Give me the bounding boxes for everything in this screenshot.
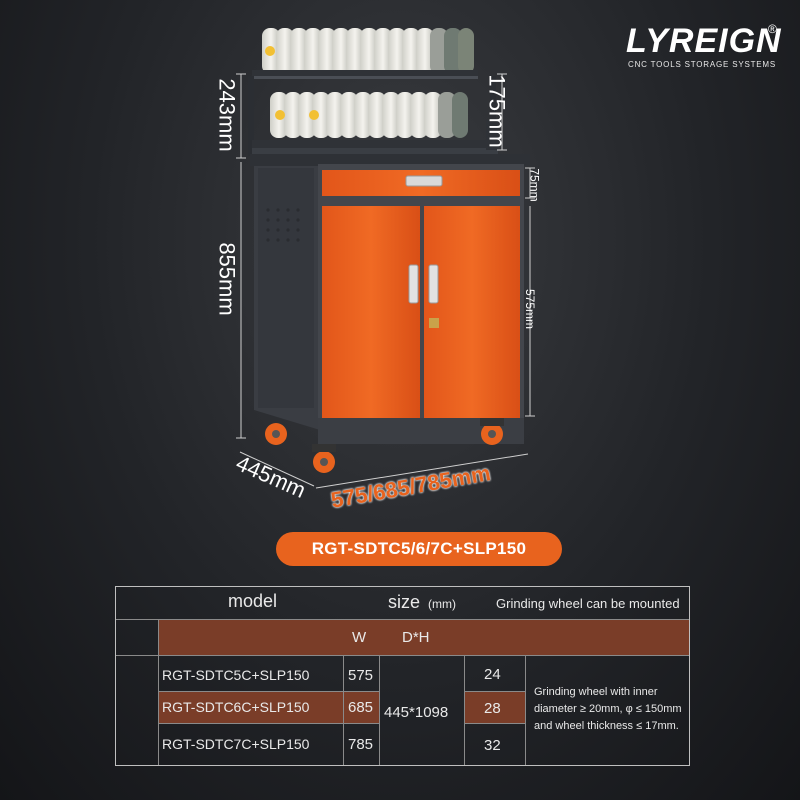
wheel-note: Grinding wheel with inner diameter ≥ 20m… (534, 684, 682, 735)
subheader-w: W (352, 629, 367, 646)
bottom-wheel-row (270, 92, 468, 138)
dim-shelf-height: 243mm (214, 78, 240, 152)
dim-drawer: 75mm (527, 168, 542, 202)
grid-line (464, 655, 465, 765)
top-wheel-row (262, 28, 474, 74)
dim-door: 575mm (523, 288, 538, 330)
model-tag: RGT-SDTC5/6/7C+SLP150 (276, 532, 562, 566)
cabinet-body (250, 154, 530, 444)
row2-model: RGT-SDTC6C+SLP150 (162, 699, 310, 715)
grid-line (158, 691, 379, 692)
wheel-note-line3: and wheel thickness ≤ 17mm. (534, 720, 679, 732)
left-door (322, 206, 420, 418)
grid-line (158, 619, 159, 765)
header-wheel: Grinding wheel can be mounted (496, 596, 680, 611)
subheader-band (158, 619, 689, 655)
row2-count: 28 (484, 700, 501, 717)
row2-width: 685 (348, 699, 374, 716)
grid-line (464, 723, 525, 724)
dim-cabinet-height: 855mm (214, 242, 240, 316)
dh-value: 445*1098 (384, 704, 449, 721)
wheel-shelf-rack (248, 28, 498, 156)
lock-icon (429, 318, 439, 328)
row1-model: RGT-SDTC5C+SLP150 (162, 667, 310, 683)
subheader-dh: D*H (402, 629, 430, 646)
grid-line (158, 723, 379, 724)
right-door (424, 206, 520, 418)
left-door-handle (408, 264, 419, 304)
row-highlight-model (158, 691, 379, 723)
header-size-unit: (mm) (428, 597, 456, 611)
grid-line (464, 691, 525, 692)
drawer-handle (405, 175, 443, 187)
header-model: model (228, 591, 278, 611)
cabinet-illustration (236, 28, 535, 489)
grid-line (116, 655, 689, 656)
row-highlight-count (464, 691, 525, 723)
brand-logo: LYREIGN (626, 22, 782, 60)
dimension-lines (236, 73, 535, 489)
registered-mark: ® (768, 22, 777, 36)
row3-count: 32 (484, 737, 501, 754)
wheel-note-line2: diameter ≥ 20mm, φ ≤ 150mm (534, 703, 682, 715)
header-size: size (388, 592, 421, 612)
dim-shelf-tier: 175mm (484, 74, 510, 148)
grid-line (343, 655, 344, 765)
grid-line (525, 655, 526, 765)
spec-table: model size (mm) Grinding wheel can be mo… (115, 586, 690, 766)
wheel-note-line1: Grinding wheel with inner (534, 686, 658, 698)
grid-line (379, 655, 380, 765)
grid-line (116, 619, 689, 620)
row1-count: 24 (484, 666, 501, 683)
casters (265, 418, 504, 473)
brand-tagline: CNC TOOLS STORAGE SYSTEMS (628, 60, 777, 69)
row1-width: 575 (348, 667, 374, 684)
right-door-handle (428, 264, 439, 304)
row3-model: RGT-SDTC7C+SLP150 (162, 736, 310, 752)
row3-width: 785 (348, 736, 374, 753)
